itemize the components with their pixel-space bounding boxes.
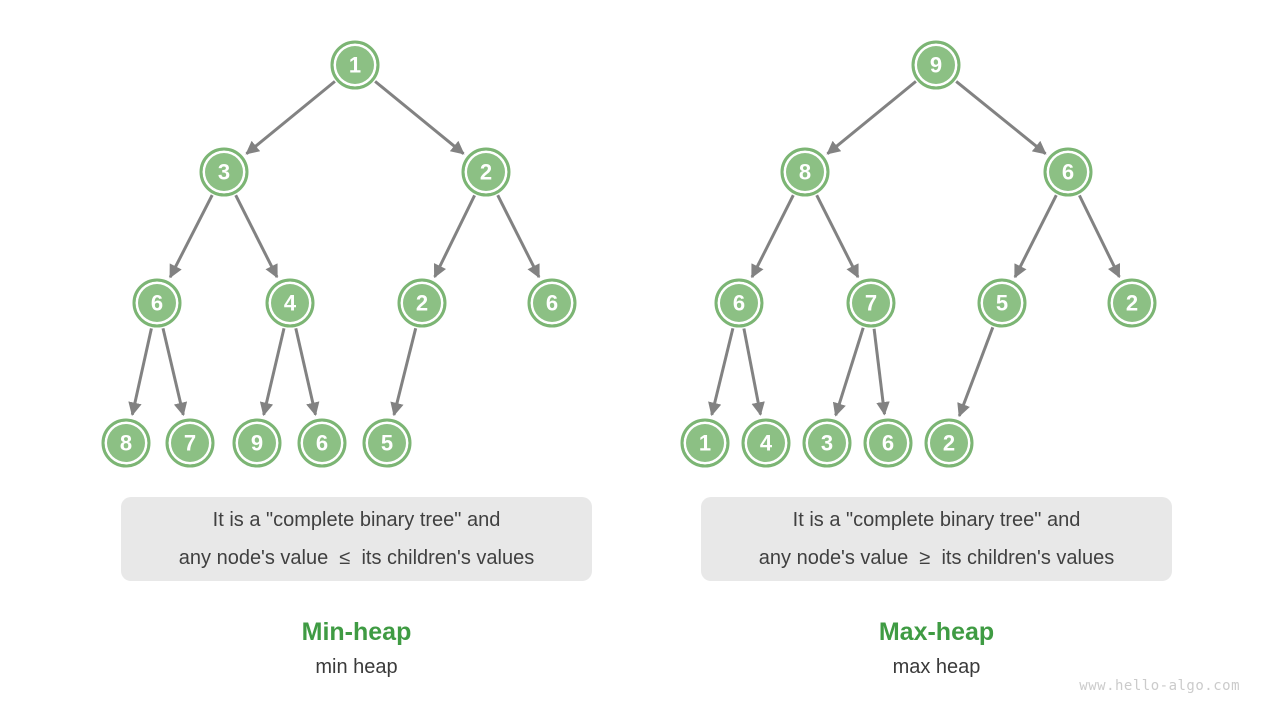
edge-arrow <box>161 327 188 417</box>
max-heap-caption: It is a "complete binary tree" and any n… <box>701 497 1172 581</box>
min-heap-node: 6 <box>132 278 182 328</box>
edge-arrow <box>245 80 336 155</box>
max-heap-node: 6 <box>714 278 764 328</box>
caption-line: It is a "complete binary tree" and <box>212 509 501 531</box>
edge-arrow <box>1078 194 1121 279</box>
max-heap-subtitle: max heap <box>892 656 981 678</box>
max-heap-node: 6 <box>863 418 913 468</box>
edge-arrow <box>957 326 995 418</box>
edge-arrow <box>826 80 917 155</box>
min-heap-caption: It is a "complete binary tree" and any n… <box>121 497 592 581</box>
max-heap-node: 3 <box>802 418 852 468</box>
min-heap-node: 9 <box>232 418 282 468</box>
max-heap-node: 5 <box>977 278 1027 328</box>
edge-arrow <box>1013 194 1058 279</box>
min-heap-node: 7 <box>165 418 215 468</box>
max-heap-node: 1 <box>680 418 730 468</box>
min-heap-node: 6 <box>297 418 347 468</box>
edge-arrow <box>168 194 214 279</box>
edge-arrow <box>433 194 476 279</box>
min-heap-node: 2 <box>461 147 511 197</box>
max-heap-node: 4 <box>741 418 791 468</box>
edge-arrow <box>872 328 890 416</box>
min-heap-node: 6 <box>527 278 577 328</box>
min-heap-node: 5 <box>362 418 412 468</box>
min-heap-node: 1 <box>330 40 380 90</box>
caption-line: any node's value ≥ its children's values <box>758 547 1115 569</box>
max-heap-node: 2 <box>924 418 974 468</box>
max-heap-node: 2 <box>1107 278 1157 328</box>
edge-arrow <box>832 327 865 417</box>
edge-arrow <box>234 194 279 279</box>
max-heap-node: 7 <box>846 278 896 328</box>
edge-arrow <box>128 328 153 417</box>
min-heap-node: 8 <box>101 418 151 468</box>
min-heap-node: 4 <box>265 278 315 328</box>
caption-line: It is a "complete binary tree" and <box>792 509 1081 531</box>
edge-arrow <box>259 327 286 417</box>
min-heap-node: 3 <box>199 147 249 197</box>
caption-line: any node's value ≤ its children's values <box>178 547 535 569</box>
min-heap-node: 2 <box>397 278 447 328</box>
max-heap-node: 8 <box>780 147 830 197</box>
edge-arrow <box>750 194 795 279</box>
max-heap-node: 9 <box>911 40 961 90</box>
watermark: www.hello-algo.com <box>1079 678 1240 694</box>
max-heap-title: Max-heap <box>878 618 995 646</box>
edge-arrow <box>374 80 465 155</box>
min-heap-title: Min-heap <box>301 618 412 646</box>
min-heap-subtitle: min heap <box>315 656 398 678</box>
max-heap-node: 6 <box>1043 147 1093 197</box>
edge-arrow <box>815 194 860 279</box>
edge-arrow <box>390 327 418 417</box>
edge-arrow <box>708 327 735 417</box>
edge-arrow <box>955 80 1047 155</box>
edge-arrow <box>294 327 320 417</box>
edge-arrow <box>496 194 541 279</box>
edge-arrow <box>742 328 765 416</box>
